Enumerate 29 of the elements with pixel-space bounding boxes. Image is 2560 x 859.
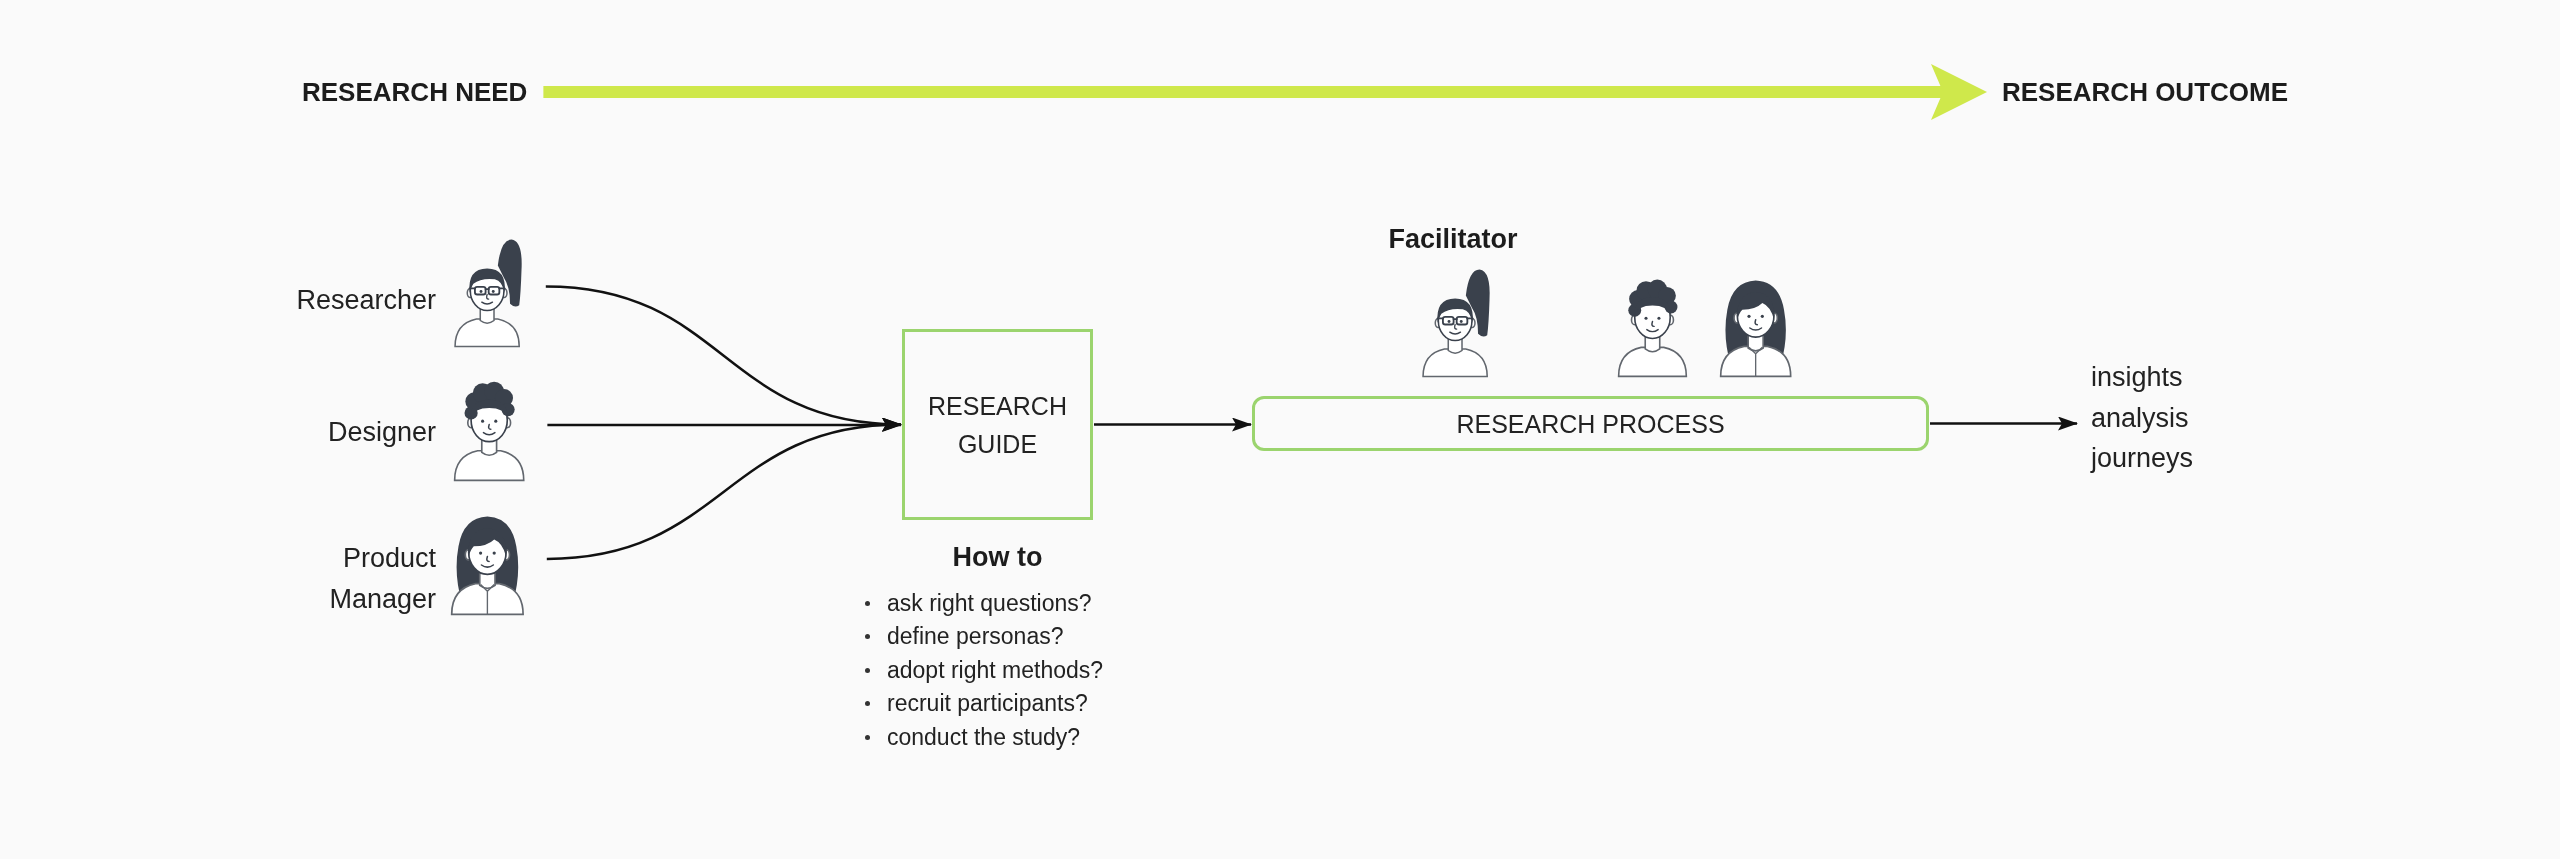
- group-heading: Facilitator: [1387, 223, 1519, 256]
- bullet-item: ask right questions?: [862, 587, 1104, 621]
- man-icon: [1617, 278, 1688, 378]
- guide-box: [902, 329, 1093, 520]
- output-item: insights: [2091, 361, 2183, 394]
- woman-icon: [450, 514, 525, 616]
- woman-icon: [1719, 278, 1793, 378]
- stage-label: RESEARCH OUTCOME: [2002, 76, 2288, 108]
- thick-arrow: [543, 64, 1987, 120]
- list-heading: How to: [951, 541, 1044, 574]
- arrow: [1930, 416, 2078, 431]
- box-label: RESEARCH PROCESS: [1456, 408, 1725, 440]
- stage-label: RESEARCH NEED: [302, 76, 528, 108]
- bullet-item: define personas?: [862, 620, 1104, 654]
- woman-with-glasses-icon: [1420, 268, 1492, 378]
- output-item: analysis: [2091, 401, 2189, 435]
- man-icon: [453, 380, 526, 482]
- role-label: Researcher: [295, 284, 436, 317]
- box-label: RESEARCH GUIDE: [927, 390, 1068, 460]
- bullet-item: recruit participants?: [862, 687, 1104, 721]
- bullet-item: adopt right methods?: [862, 653, 1104, 688]
- output-item: journeys: [2091, 442, 2194, 475]
- arrow: [1094, 417, 1252, 432]
- woman-with-glasses-icon: [452, 238, 524, 348]
- process-box: [1252, 396, 1929, 451]
- bullet-item: conduct the study?: [862, 720, 1104, 755]
- role-label: Designer: [326, 416, 436, 449]
- arrow: [546, 418, 902, 561]
- role-label: Product Manager: [328, 542, 436, 616]
